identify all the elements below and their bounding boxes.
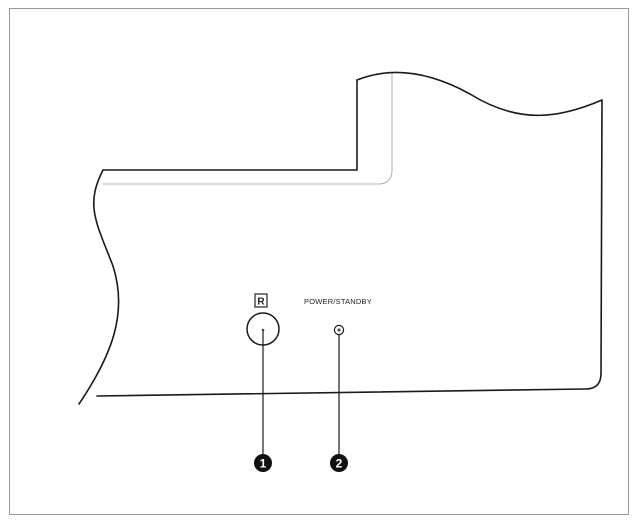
device-inner-contour xyxy=(102,73,393,185)
callout-1-number: 1 xyxy=(260,457,267,471)
power-standby-indicator-dot xyxy=(337,328,341,332)
device-outline xyxy=(78,71,603,405)
remote-sensor-symbol-text: R xyxy=(257,297,265,308)
figure-frame xyxy=(9,8,629,515)
power-standby-label: POWER/STANDBY xyxy=(304,297,372,306)
remote-sensor-symbol: R xyxy=(254,293,268,308)
remote-sensor-center xyxy=(261,328,265,332)
callout-1-badge: 1 xyxy=(254,454,272,472)
callout-2-badge: 2 xyxy=(330,454,348,472)
callout-2-number: 2 xyxy=(336,457,343,471)
